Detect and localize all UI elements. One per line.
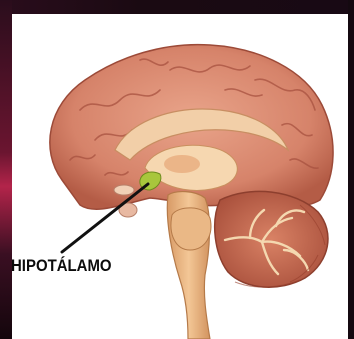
thalamus-core	[164, 155, 200, 173]
hypothalamus-label: HIPOTÁLAMO	[11, 256, 112, 276]
optic-chiasm	[114, 185, 134, 195]
pons	[171, 208, 211, 250]
